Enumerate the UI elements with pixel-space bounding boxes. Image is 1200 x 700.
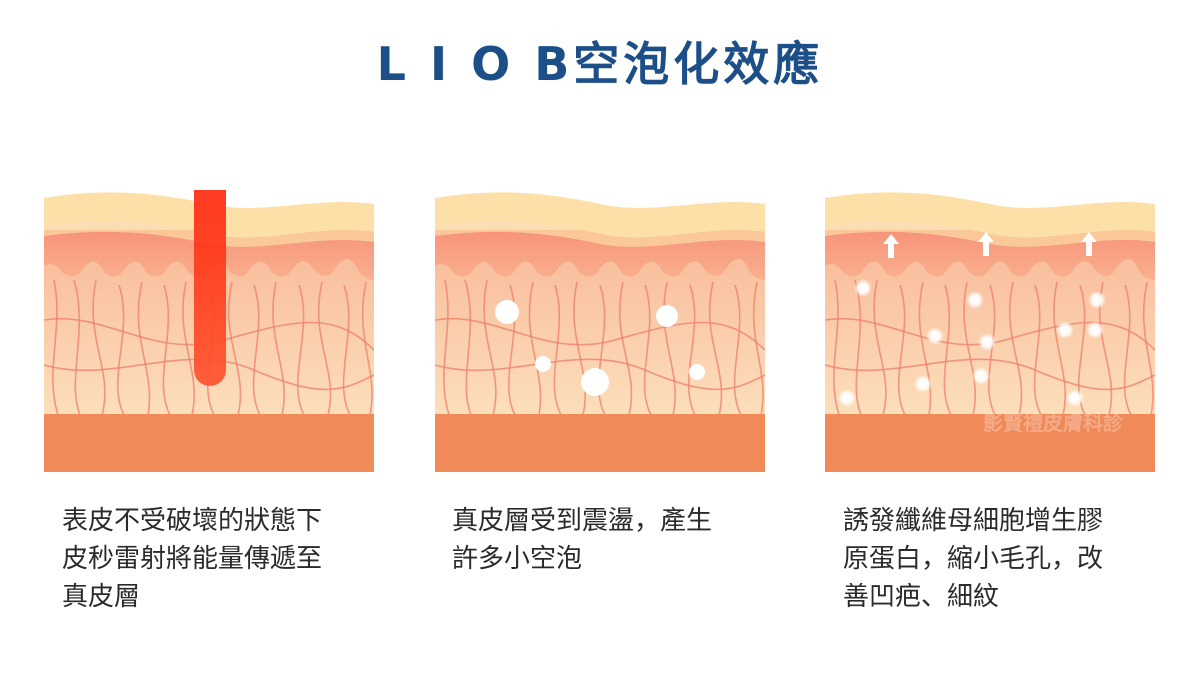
caption-collagen-regeneration: 誘發纖維母細胞增生膠 原蛋白，縮小毛孔，改 善凹疤、細紋 [843, 506, 1104, 612]
watermark: 影賢禮皮膚科診 [983, 411, 1124, 435]
panel-laser-energy [44, 190, 374, 472]
panel-collagen-regeneration: 影賢禮皮膚科診 [825, 190, 1155, 472]
laser-beam [194, 190, 226, 386]
caption-laser-energy: 表皮不受破壞的狀態下 皮秒雷射將能量傳遞至 真皮層 [62, 506, 323, 612]
caption-cavitation-bubbles: 真皮層受到震盪，產生 許多小空泡 [452, 506, 713, 574]
collagen-dots [838, 279, 1106, 407]
bubbles [495, 300, 705, 396]
up-arrow-icon [1081, 232, 1097, 256]
up-arrows [883, 232, 1097, 258]
panel-cavitation-bubbles [435, 190, 765, 472]
up-arrow-icon [883, 234, 899, 258]
up-arrow-icon [978, 232, 994, 256]
skin-diagram-laser [44, 190, 374, 472]
skin-diagram-collagen: 影賢禮皮膚科診 [825, 191, 1155, 472]
page-title: L I O B空泡化效應 [376, 37, 824, 91]
skin-diagram-bubbles [435, 191, 765, 472]
